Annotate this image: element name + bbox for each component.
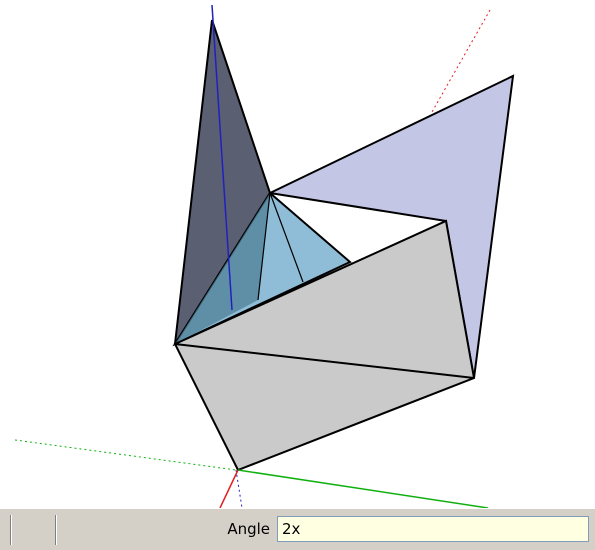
status-bar: Angle bbox=[0, 508, 595, 550]
blue-face-edge-1 bbox=[257, 192, 271, 301]
blue-face-edge-2 bbox=[269, 192, 304, 283]
green-axis-solid bbox=[237, 469, 489, 508]
vcb-input[interactable] bbox=[277, 516, 589, 542]
scene-canvas[interactable] bbox=[0, 0, 595, 508]
blue-axis-solid bbox=[211, 4, 233, 311]
status-divider-2 bbox=[55, 515, 57, 545]
status-divider-1 bbox=[10, 515, 12, 545]
green-axis-dotted bbox=[14, 439, 237, 471]
gray-face-diagonal bbox=[174, 343, 475, 379]
modeling-viewport[interactable] bbox=[0, 0, 595, 508]
blue-face-shade bbox=[175, 193, 270, 344]
red-axis-solid bbox=[219, 469, 239, 508]
vcb-label: Angle bbox=[227, 520, 270, 538]
blue-axis-dotted bbox=[235, 469, 243, 508]
